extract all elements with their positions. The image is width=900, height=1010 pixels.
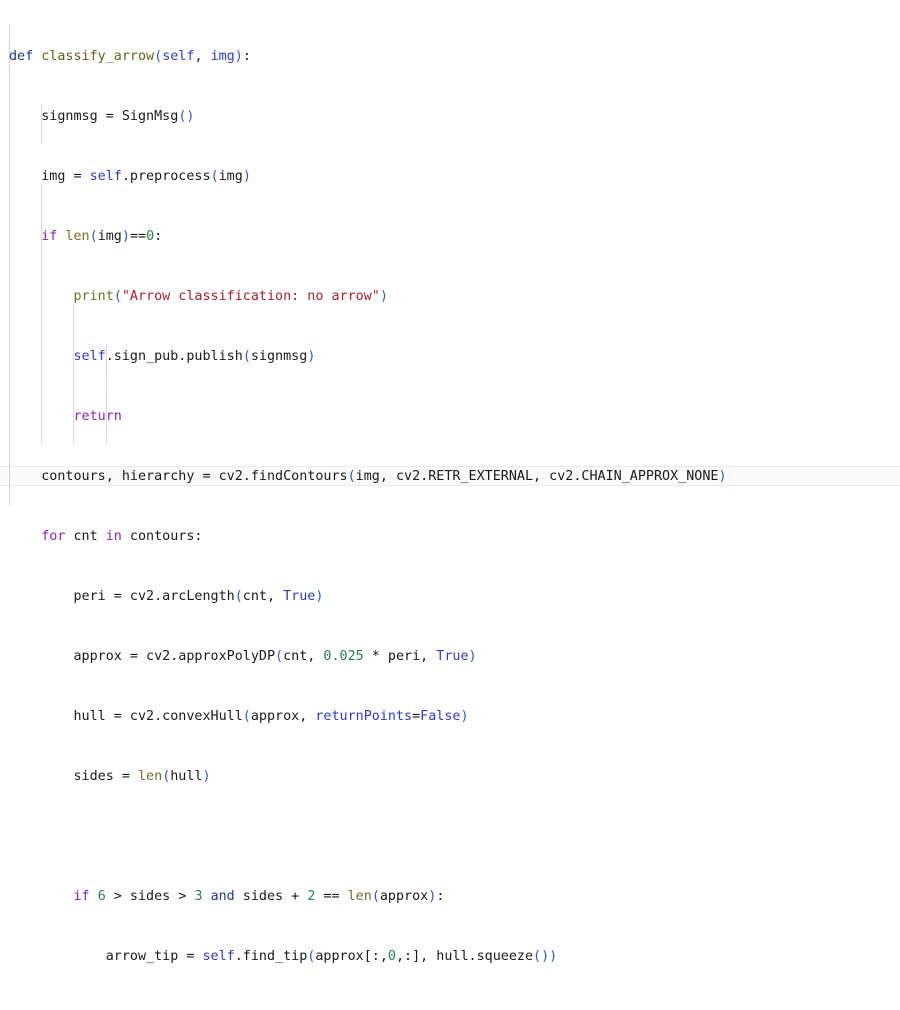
code-content[interactable]: def classify_arrow(self, img): signmsg =… [9, 7, 864, 1010]
code-line[interactable]: arrow_tip = self.find_tip(approx[:,0,:],… [9, 949, 558, 964]
code-line[interactable]: self.sign_pub.publish(signmsg) [73, 349, 316, 364]
code-line[interactable]: print("Arrow classification: no arrow") [73, 289, 388, 304]
code-line[interactable]: def classify_arrow(self, img): [9, 49, 251, 64]
current-line-highlight [0, 466, 900, 486]
code-line[interactable]: sides = len(hull) [9, 769, 211, 784]
code-line[interactable]: peri = cv2.arcLength(cnt, True) [9, 589, 324, 604]
indent-guide [106, 344, 107, 444]
code-line[interactable]: hull = cv2.convexHull(approx, returnPoin… [9, 709, 469, 724]
code-line[interactable] [9, 827, 864, 847]
code-line[interactable]: signmsg = SignMsg() [9, 109, 195, 124]
indent-guide-level-1 [9, 24, 10, 505]
code-line[interactable]: return [73, 409, 122, 424]
code-line[interactable]: if arrow_tip: [9, 1007, 864, 1010]
indent-guide [41, 104, 42, 144]
indent-guide [41, 184, 42, 444]
code-line[interactable]: if 6 > sides > 3 and sides + 2 == len(ap… [73, 889, 445, 904]
code-line[interactable]: contours, hierarchy = cv2.findContours(i… [9, 469, 727, 484]
indent-guide [73, 304, 74, 444]
code-line[interactable]: approx = cv2.approxPolyDP(cnt, 0.025 * p… [9, 649, 477, 664]
code-line[interactable]: if len(img)==0: [41, 229, 163, 244]
code-line[interactable]: img = self.preprocess(img) [9, 169, 251, 184]
code-line[interactable]: for cnt in contours: [41, 529, 203, 544]
function-name: classify_arrow [41, 49, 155, 64]
